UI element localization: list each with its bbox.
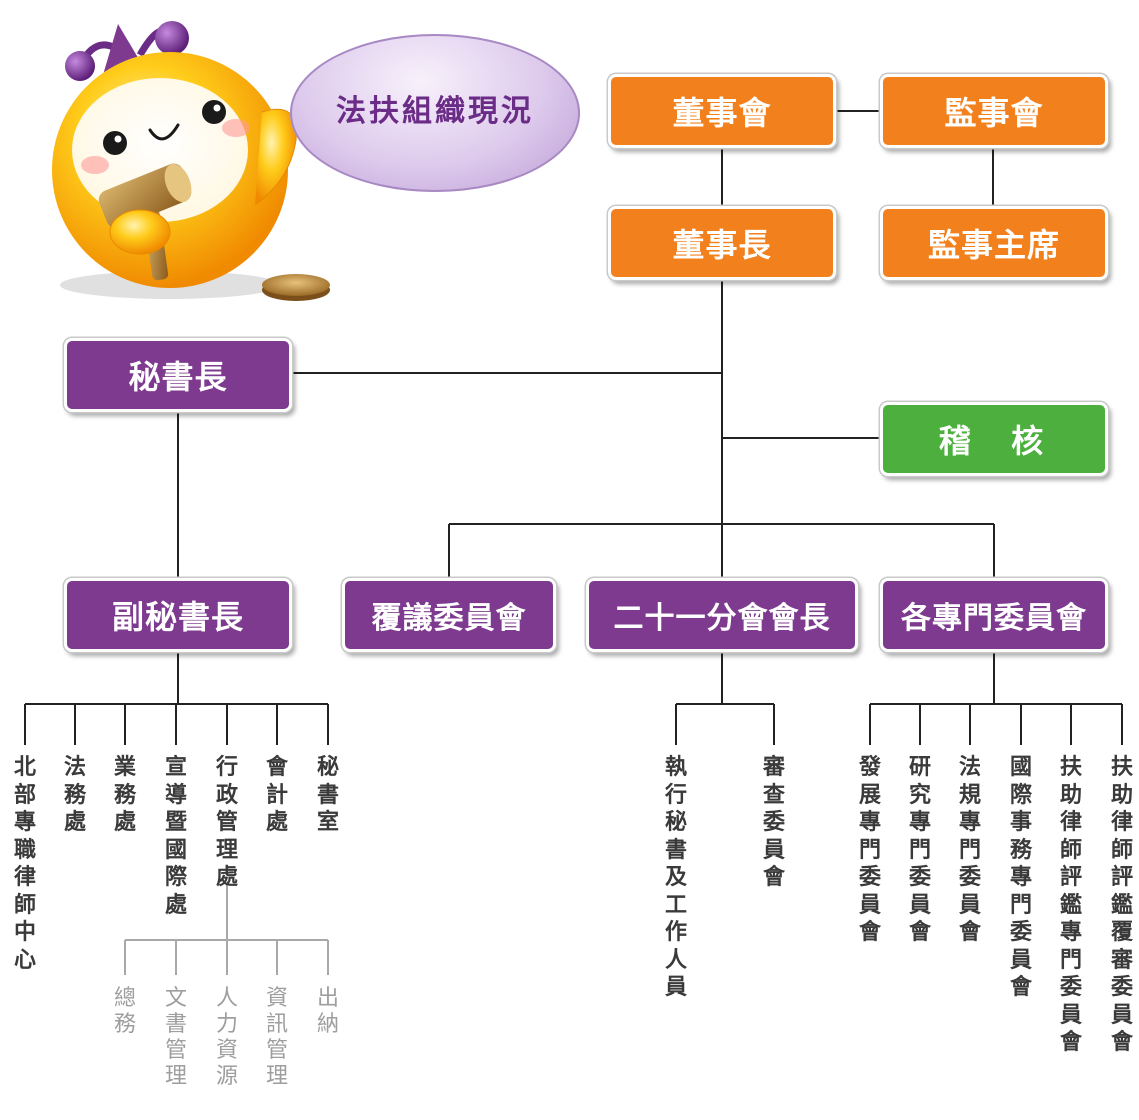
unit-secretariat: 秘書室 (316, 755, 339, 835)
unit-lawyer-evaluation-committee: 扶助律師評鑑專門委員會 (1059, 755, 1082, 1055)
page-title: 法扶組織現況 (336, 94, 534, 129)
chief-supervisor-box: 監事主席 (880, 206, 1108, 280)
unit-operations: 業務處 (113, 755, 136, 835)
unit-north-lawyer-center: 北部專職律師中心 (13, 755, 36, 973)
subunit-cashier: 出納 (316, 986, 339, 1037)
unit-promotion-intl: 宣導暨國際處 (164, 755, 187, 918)
unit-intl-affairs-committee: 國際事務專門委員會 (1009, 755, 1032, 1000)
supervisors-box: 監事會 (880, 74, 1108, 148)
subunit-general-affairs: 總務 (113, 986, 136, 1037)
unit-executive-secretary-staff: 執行秘書及工作人員 (664, 755, 687, 1000)
mascot-gavel-character-icon (52, 21, 330, 301)
unit-development-committee: 發展專門委員會 (858, 755, 881, 945)
special-committees-box: 各專門委員會 (880, 578, 1108, 652)
board-box: 董事會 (608, 74, 836, 148)
audit-box: 稽 核 (880, 402, 1108, 476)
unit-legal-affairs: 法務處 (63, 755, 86, 835)
unit-review-committee: 審查委員會 (762, 755, 785, 890)
unit-lawyer-evaluation-review-committee: 扶助律師評鑑覆審委員會 (1110, 755, 1133, 1055)
secretary-general-box: 秘書長 (64, 338, 292, 412)
review-committee-box: 覆議委員會 (342, 578, 556, 652)
unit-administration: 行政管理處 (215, 755, 238, 890)
deputy-secretary-general-box: 副秘書長 (64, 578, 292, 652)
unit-regulations-committee: 法規專門委員會 (958, 755, 981, 945)
chairman-box: 董事長 (608, 206, 836, 280)
subunit-information-management: 資訊管理 (265, 986, 288, 1089)
unit-accounting: 會計處 (265, 755, 288, 835)
speech-bubble-icon: 法扶組織現況 (290, 34, 580, 192)
unit-research-committee: 研究專門委員會 (908, 755, 931, 945)
subunit-human-resources: 人力資源 (215, 986, 238, 1089)
branch-heads-box: 二十一分會會長 (586, 578, 858, 652)
subunit-document-management: 文書管理 (164, 986, 187, 1089)
